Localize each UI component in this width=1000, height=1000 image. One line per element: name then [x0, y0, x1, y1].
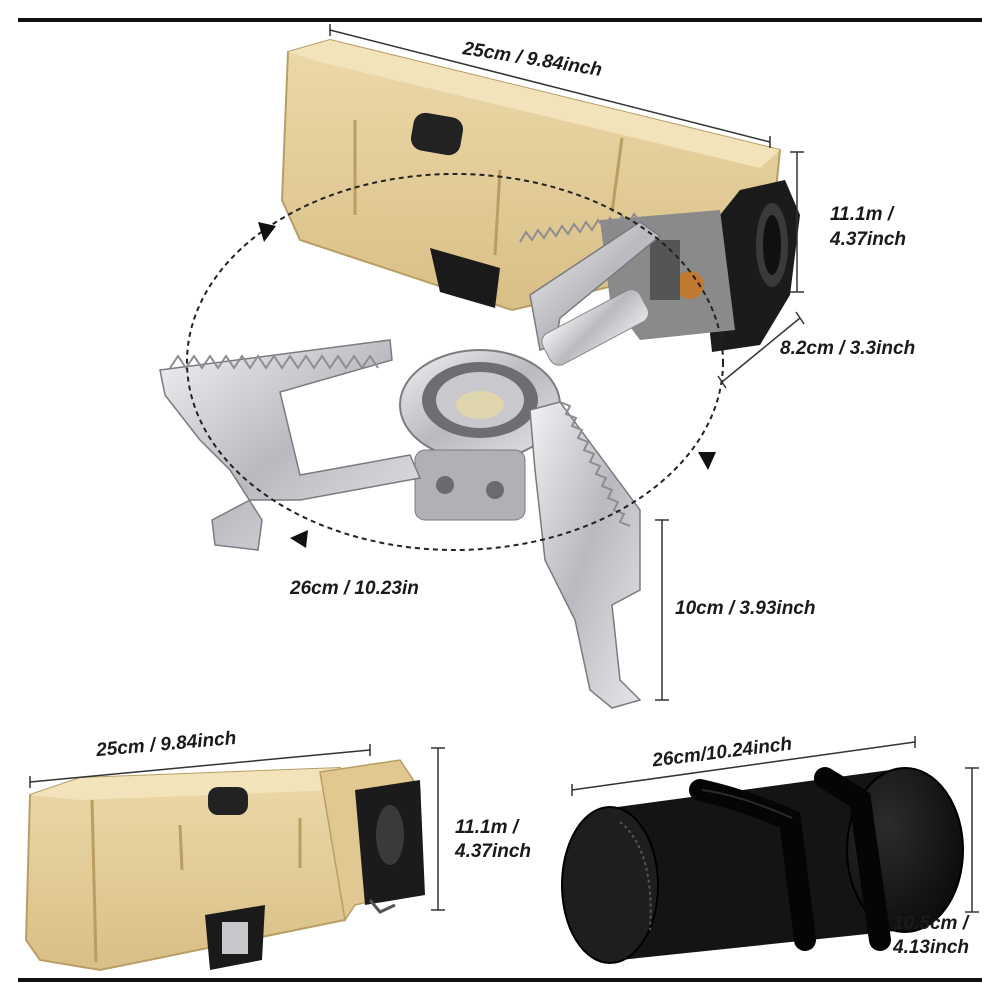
rotation-arrow-icon — [290, 530, 308, 548]
rotation-arrow-icon — [258, 222, 276, 242]
depth-label: 8.2cm / 3.3inch — [780, 338, 916, 359]
bag-height-label-line1: 10.5cm / — [893, 913, 968, 934]
carry-bag — [561, 767, 964, 964]
dimension-lines-top — [329, 24, 805, 701]
rotation-arrow-icon — [698, 452, 716, 470]
bag-height-label-line2: 4.13inch — [893, 937, 970, 958]
case-height-label-line2: 4.37inch — [455, 841, 532, 862]
top-border — [18, 18, 982, 22]
case-height-label-line1: 11.1m / — [455, 817, 519, 838]
pot-support-arm-3 — [529, 401, 642, 709]
bottom-border — [18, 978, 982, 982]
bag-strap — [689, 767, 891, 951]
rotation-circle — [186, 173, 724, 551]
top-height-label-line1: 11.1m / — [830, 204, 894, 225]
burner-assembly — [399, 289, 649, 521]
pot-support-arm-1 — [519, 212, 662, 351]
diameter-label: 26cm / 10.23in — [290, 578, 419, 599]
folded-case — [24, 759, 425, 972]
stove-height-label: 10cm / 3.93inch — [675, 598, 816, 619]
top-height-label-line2: 4.37inch — [830, 229, 907, 250]
dimension-lines-bag — [571, 736, 979, 913]
dimension-lines-case — [29, 744, 445, 911]
pot-support-arm-2 — [159, 339, 422, 551]
